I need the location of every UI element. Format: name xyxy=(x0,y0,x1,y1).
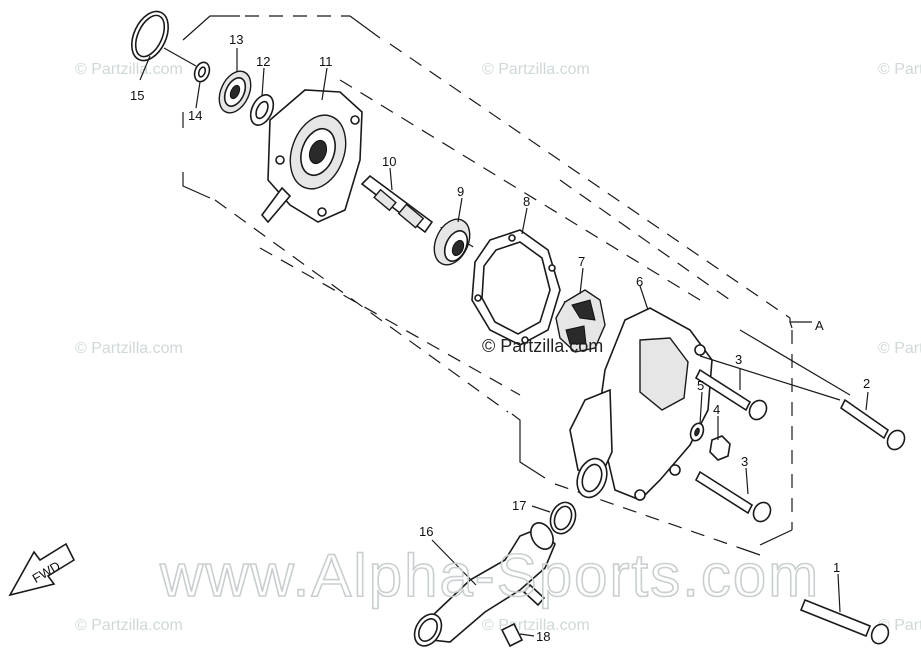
callout-15: 15 xyxy=(130,88,144,103)
callout-7: 7 xyxy=(578,254,585,269)
part-12-seal xyxy=(249,94,275,126)
callout-numbers: 1 2 3 3 4 5 6 7 8 9 10 11 12 13 14 15 16… xyxy=(130,32,870,644)
callout-13: 13 xyxy=(229,32,243,47)
part-1-long-bolt xyxy=(799,598,890,645)
part-11-pump-housing xyxy=(260,89,363,224)
part-15-o-ring xyxy=(131,10,169,62)
part-10-shaft xyxy=(360,174,434,234)
part-14-washer xyxy=(193,61,211,83)
callout-12: 12 xyxy=(256,54,270,69)
section-label-a: A xyxy=(815,318,824,333)
part-18-bolt xyxy=(500,622,524,648)
part-6-pump-body xyxy=(569,307,713,501)
callout-4: 4 xyxy=(713,402,720,417)
callout-10: 10 xyxy=(382,154,396,169)
partzilla-watermark: © Partzilla.com xyxy=(75,617,183,634)
part-16-coolant-pipe xyxy=(413,522,556,647)
callout-3-upper: 3 xyxy=(735,352,742,367)
partzilla-watermark: © Partzilla.com xyxy=(482,61,590,78)
part-3-bolt-lower xyxy=(694,470,772,523)
callout-16: 16 xyxy=(419,524,433,539)
callout-14: 14 xyxy=(188,108,202,123)
part-4-nut xyxy=(709,435,731,461)
callout-11: 11 xyxy=(319,54,333,69)
partzilla-center-watermark: © Partzilla.com xyxy=(482,336,603,356)
part-13-bearing xyxy=(218,70,252,114)
alpha-sports-watermark: www.Alpha-Sports.com xyxy=(159,542,820,609)
callout-9: 9 xyxy=(457,184,464,199)
partzilla-watermark: © Partzilla.com xyxy=(75,340,183,357)
part-9-mechanical-seal xyxy=(433,218,471,266)
callout-6: 6 xyxy=(636,274,643,289)
callout-3-lower: 3 xyxy=(741,454,748,469)
callout-2: 2 xyxy=(863,376,870,391)
callout-1: 1 xyxy=(833,560,840,575)
callout-8: 8 xyxy=(523,194,530,209)
part-17-o-ring xyxy=(549,501,577,535)
partzilla-watermark: © Partzilla.com xyxy=(75,61,183,78)
part-8-gasket xyxy=(471,229,561,346)
callout-18: 18 xyxy=(536,629,550,644)
partzilla-watermark: © Partzilla.com xyxy=(878,61,921,78)
part-2-long-bolt xyxy=(839,398,906,451)
partzilla-watermark: © Partzilla.com xyxy=(878,340,921,357)
callout-17: 17 xyxy=(512,498,526,513)
leader-lines xyxy=(139,47,869,637)
part-7-impeller xyxy=(555,289,606,353)
part-3-bolt-upper xyxy=(694,368,768,421)
callout-5: 5 xyxy=(697,378,704,393)
forward-arrow: FWD xyxy=(8,542,76,597)
